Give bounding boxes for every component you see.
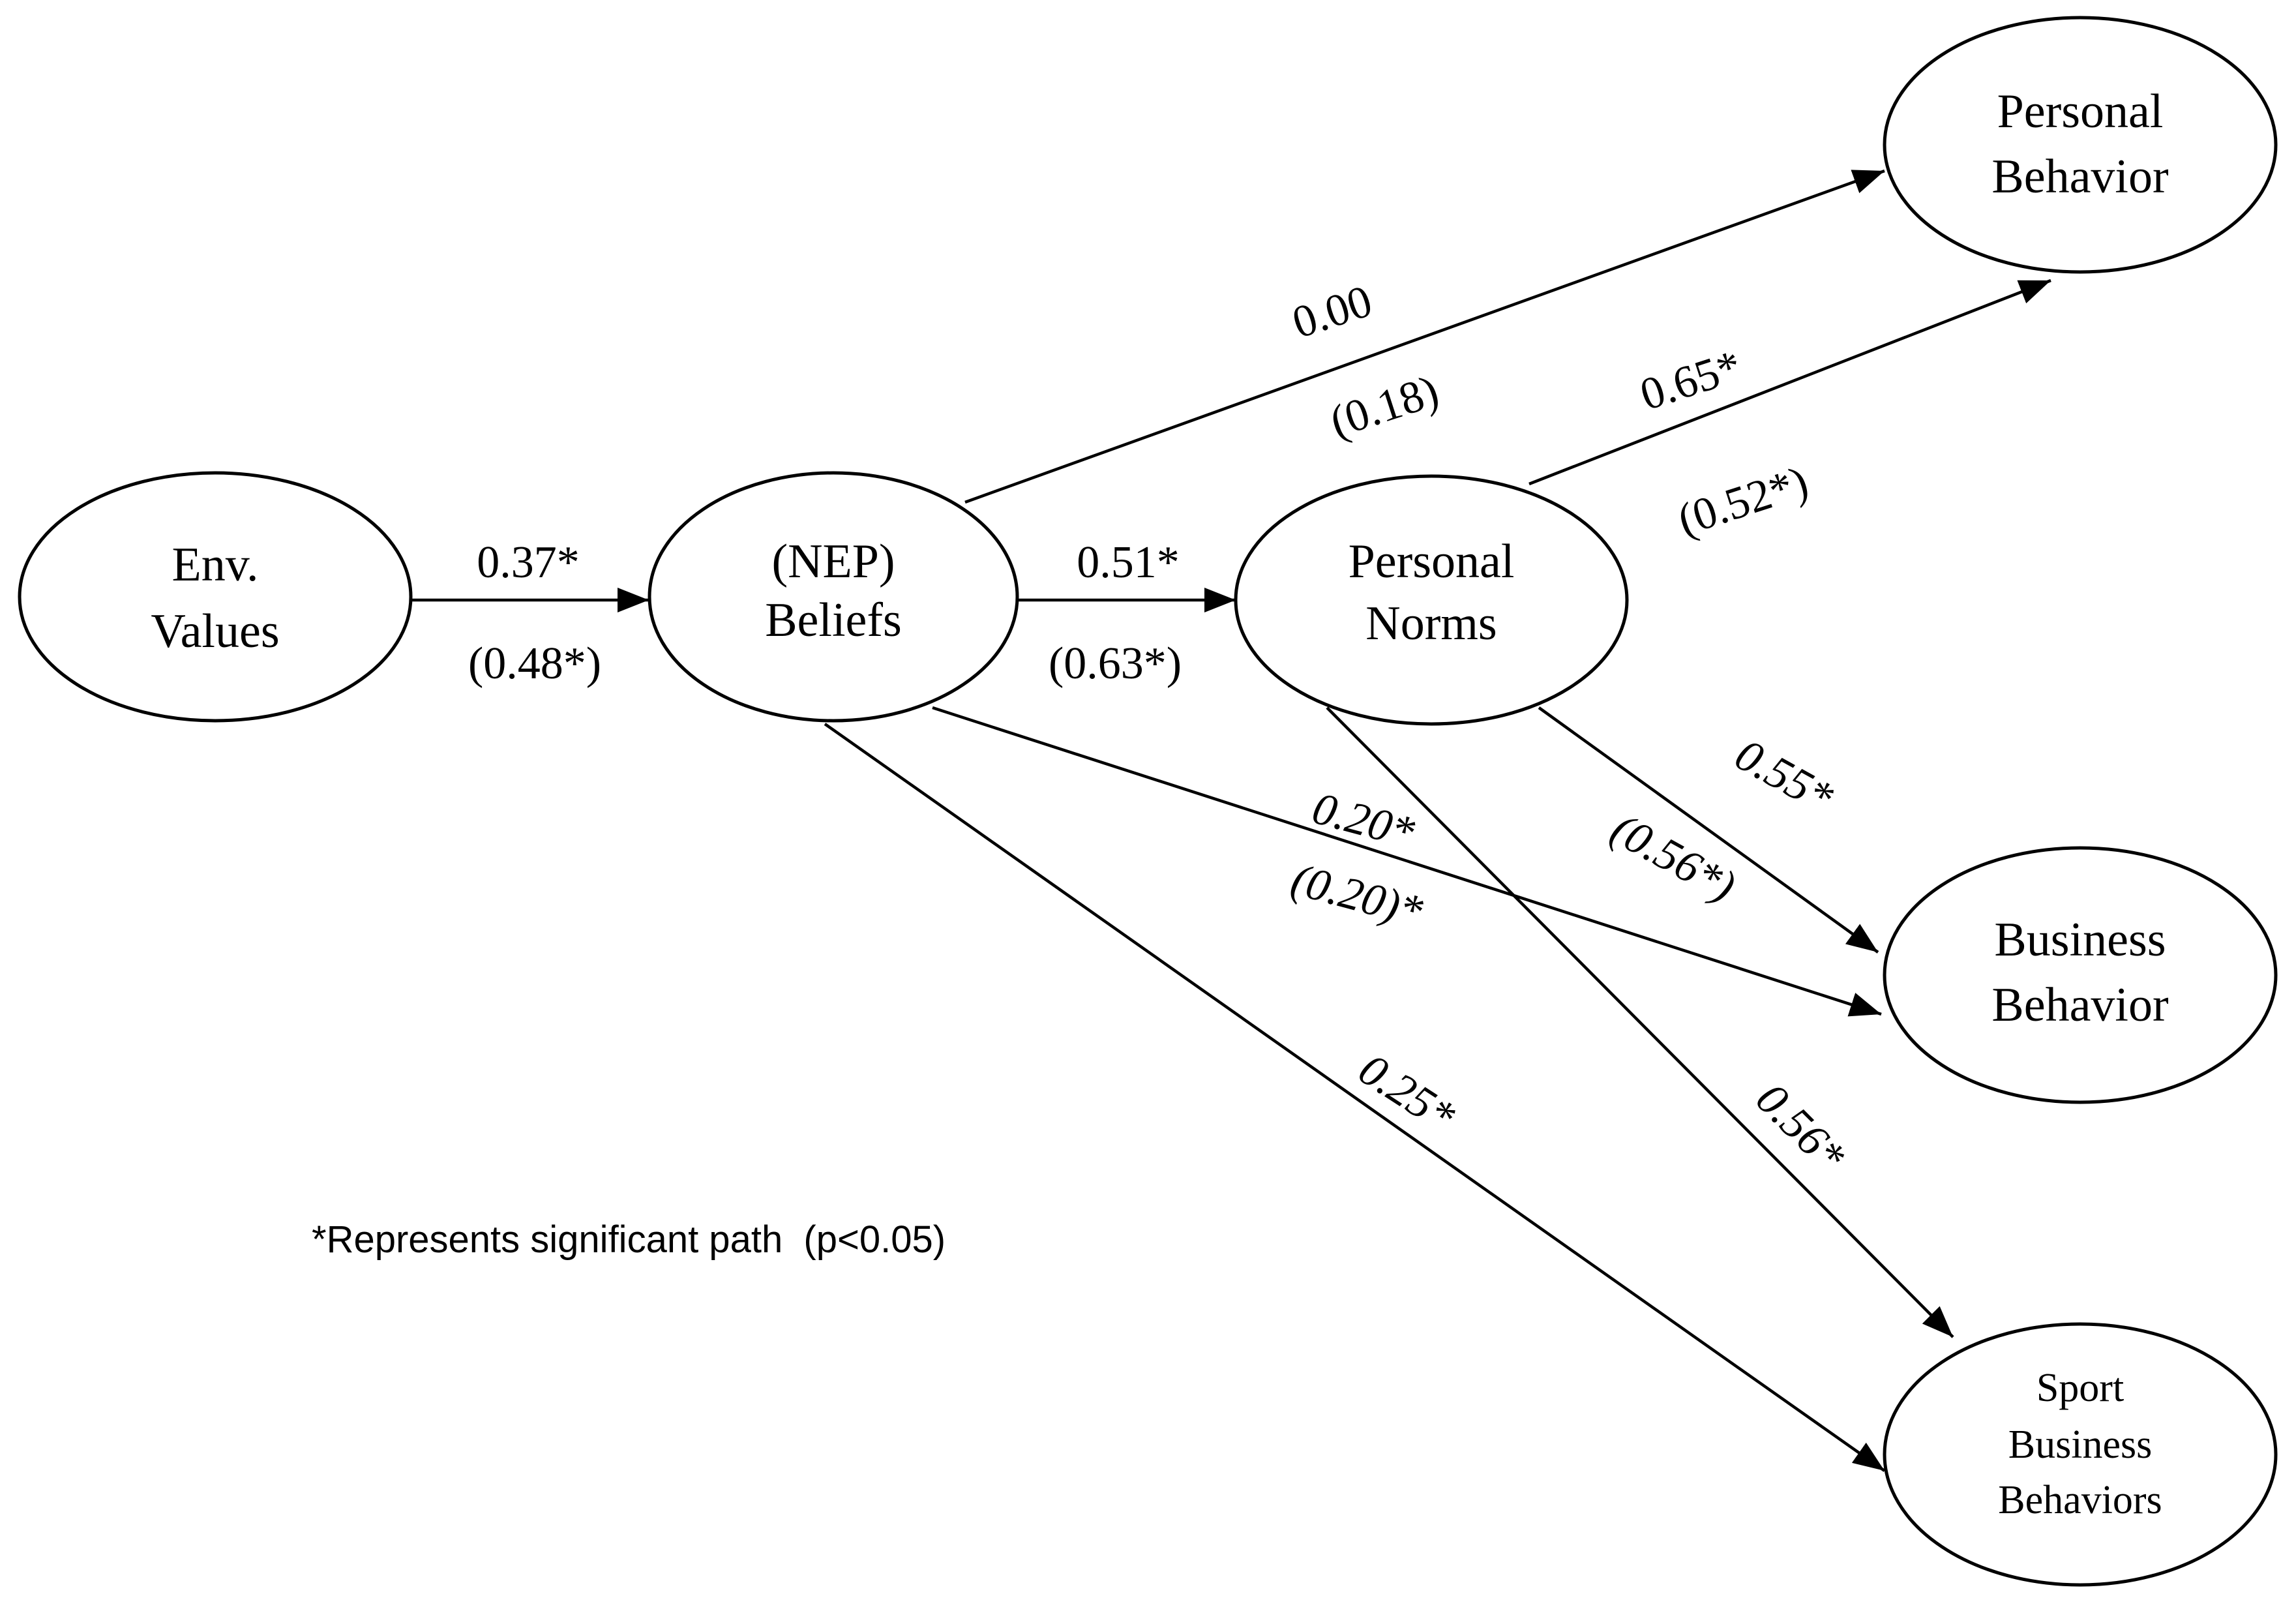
node-env-values-line1: Env. (172, 538, 259, 592)
node-business-behavior-line1: Business (1994, 913, 2166, 967)
edge-norms-to-sport-business (1326, 706, 1954, 1338)
node-personal-norms-line2: Norms (1365, 597, 1497, 650)
label-norms-to-personal-behavior-alt: (0.52*) (1672, 457, 1814, 545)
node-env-values: Env. Values (18, 471, 413, 723)
edge-norms-to-personal-behavior (1528, 279, 2051, 486)
node-business-behavior: Business Behavior (1883, 846, 2278, 1104)
label-nep-to-personal-behavior-coef: 0.00 (1287, 276, 1378, 348)
label-norms-to-personal-behavior-coef: 0.65* (1634, 341, 1748, 421)
node-nep-beliefs-line2: Beliefs (765, 594, 902, 647)
node-personal-behavior-line2: Behavior (1991, 150, 2168, 203)
label-env-to-nep-alt: (0.48*) (468, 639, 601, 689)
label-nep-to-sport-business-coef: 0.25* (1350, 1044, 1463, 1142)
label-nep-to-norms-coef: 0.51* (1077, 537, 1180, 588)
node-personal-behavior: Personal Behavior (1883, 16, 2278, 274)
edge-norms-to-business-behavior (1538, 706, 1879, 954)
significance-note: *Represents significant path (p<0.05) (312, 1218, 946, 1261)
node-sport-business-line2: Business (2008, 1423, 2152, 1467)
node-sport-business-line1: Sport (2036, 1366, 2124, 1410)
node-personal-norms: Personal Norms (1234, 474, 1629, 726)
label-nep-to-business-behavior-alt: (0.20)* (1286, 854, 1427, 937)
node-sport-business-behaviors: Sport Business Behaviors (1883, 1322, 2278, 1587)
label-norms-to-sport-business-coef: 0.56* (1746, 1074, 1855, 1182)
node-personal-norms-line1: Personal (1349, 535, 1515, 588)
node-nep-beliefs: (NEP) Beliefs (648, 471, 1019, 723)
edge-nep-to-business-behavior (932, 706, 1882, 1017)
node-personal-behavior-line1: Personal (1997, 85, 2164, 138)
node-business-behavior-line2: Behavior (1991, 978, 2168, 1032)
node-sport-business-line3: Behaviors (1998, 1478, 2162, 1522)
label-norms-to-business-behavior-coef: 0.55* (1727, 729, 1841, 823)
node-env-values-line2: Values (151, 605, 279, 658)
edge-nep-to-personal-behavior (964, 169, 1885, 504)
node-nep-beliefs-line1: (NEP) (771, 535, 895, 588)
label-env-to-nep-coef: 0.37* (477, 537, 580, 588)
edge-nep-to-sport-business (824, 723, 1886, 1472)
label-nep-to-norms-alt: (0.63*) (1049, 639, 1182, 689)
label-norms-to-business-behavior-alt: (0.56*) (1603, 804, 1744, 912)
label-nep-to-personal-behavior-alt: (0.18) (1324, 366, 1445, 447)
